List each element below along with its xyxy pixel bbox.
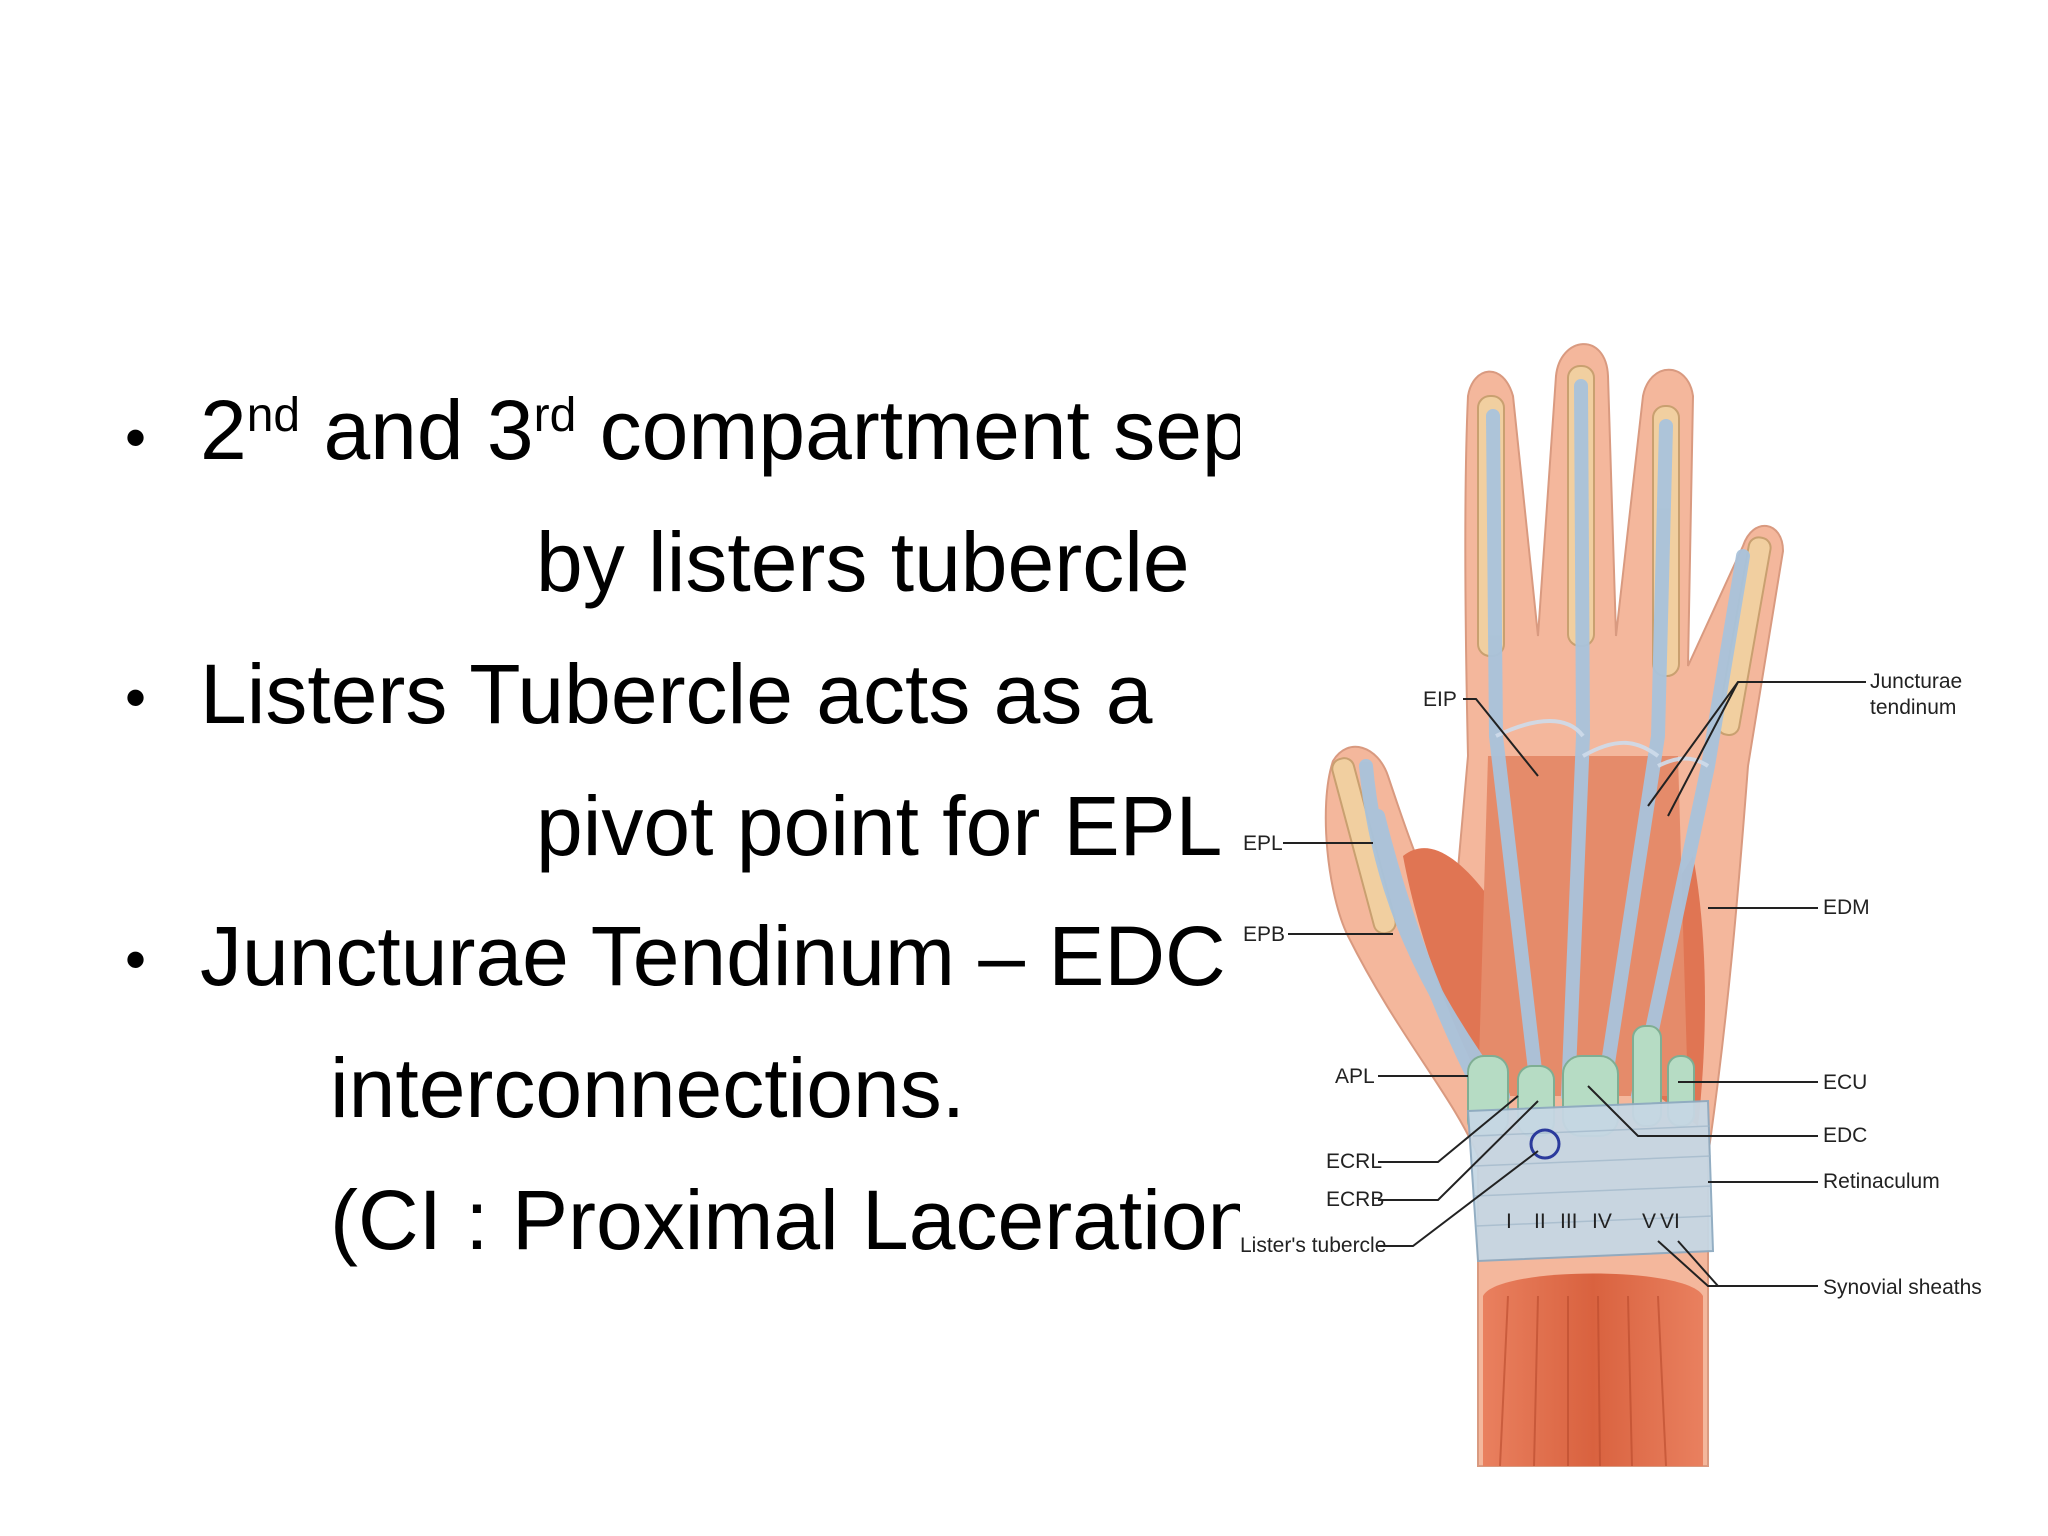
listers-tubercle-marker [1529, 1128, 1561, 1160]
bullet-3-line-2: interconnections. [330, 1041, 966, 1135]
label-juncturae: Juncturae [1870, 670, 1962, 693]
label-retinaculum: Retinaculum [1823, 1170, 1940, 1193]
compartment-label: VI [1660, 1210, 1680, 1233]
bullet-marker: • [125, 664, 147, 731]
bullet-3-line-1: Juncturae Tendinum – EDC [200, 909, 1226, 1003]
label-ecu: ECU [1823, 1071, 1867, 1094]
compartment-label: II [1534, 1210, 1546, 1233]
slide-text: • 2nd and 3rd compartment separated by l… [125, 388, 1240, 1267]
label-eip: EIP [1423, 688, 1457, 711]
bullet-2-line-2: pivot point for EPL [536, 779, 1223, 873]
bullet-3-line-3: (CI : Proximal Laceration [330, 1173, 1240, 1267]
label-listers-tubercle: Lister's tubercle [1240, 1234, 1386, 1257]
compartment-numerals: I II III IV V VI [1506, 1210, 1680, 1233]
compartment-label: III [1560, 1210, 1578, 1233]
label-ecrl: ECRL [1326, 1150, 1382, 1173]
compartment-label: V [1642, 1210, 1656, 1233]
forearm-muscles [1483, 1273, 1703, 1466]
superscript: rd [533, 389, 577, 442]
label-tendinum: tendinum [1870, 696, 1956, 719]
thenar-muscles [1403, 848, 1488, 1076]
label-synovial-sheaths: Synovial sheaths [1823, 1276, 1982, 1299]
label-apl: APL [1335, 1065, 1375, 1088]
label-edc: EDC [1823, 1124, 1867, 1147]
text-fragment: 2 [200, 383, 247, 477]
label-edm: EDM [1823, 896, 1870, 919]
bullet-marker: • [125, 926, 147, 993]
superscript: nd [246, 389, 301, 442]
hand-anatomy-illustration: I II III IV V VI EIP EPL EPB APL ECRL EC… [1240, 343, 1982, 1467]
text-fragment: compartment separated [599, 383, 1240, 477]
label-epl: EPL [1243, 832, 1283, 855]
label-epb: EPB [1243, 923, 1285, 946]
extensor-retinaculum [1466, 1099, 1715, 1263]
bullet-1-line-2: by listers tubercle [536, 515, 1190, 609]
text-fragment: and 3 [300, 383, 534, 477]
compartment-label: IV [1592, 1210, 1612, 1233]
bullet-2-line-1: Listers Tubercle acts as a [200, 647, 1153, 741]
label-ecrb: ECRB [1326, 1188, 1384, 1211]
compartment-label: I [1506, 1210, 1512, 1233]
bullet-1-line-1: 2nd and 3rd compartment separated [200, 388, 1240, 472]
bullet-marker: • [125, 404, 147, 471]
